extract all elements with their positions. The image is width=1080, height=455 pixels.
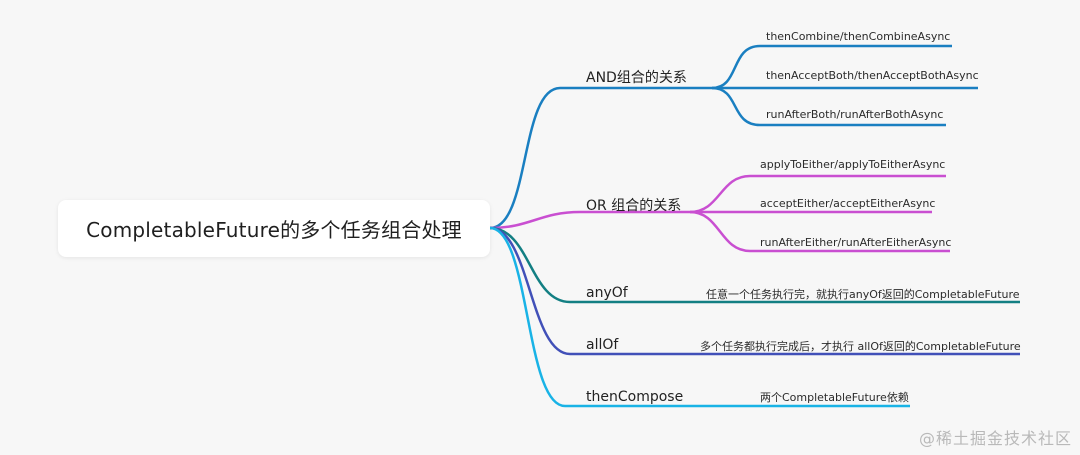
leaf-and-1[interactable]: thenCombine/thenCombineAsync	[766, 30, 951, 43]
branch-allof-label[interactable]: allOf	[586, 337, 619, 353]
connector-thencompose	[489, 226, 752, 408]
connector-or-child-1	[689, 174, 946, 214]
branch-anyof-label[interactable]: anyOf	[586, 285, 628, 301]
leaf-and-2[interactable]: thenAcceptBoth/thenAcceptBothAsync	[766, 69, 979, 82]
leaf-and-3[interactable]: runAfterBoth/runAfterBothAsync	[766, 108, 944, 121]
leaf-or-3[interactable]: runAfterEither/runAfterEitherAsync	[760, 236, 952, 249]
branch-thencompose-label[interactable]: thenCompose	[586, 389, 684, 405]
connector-and-child-1	[711, 44, 952, 90]
leaf-thencompose[interactable]: 两个CompletableFuture依赖	[760, 391, 909, 404]
branch-and-label[interactable]: AND组合的关系	[586, 70, 687, 86]
connector-and	[489, 86, 712, 230]
connector-anyof	[489, 226, 700, 304]
connector-allof	[489, 226, 690, 356]
leaf-allof[interactable]: 多个任务都执行完成后，才执行 allOf返回的CompletableFuture	[700, 340, 1021, 353]
leaf-or-1[interactable]: applyToEither/applyToEitherAsync	[760, 158, 946, 171]
connector-and-child-3	[711, 86, 946, 127]
branch-or-label[interactable]: OR 组合的关系	[586, 198, 682, 214]
leaf-anyof[interactable]: 任意一个任务执行完，就执行anyOf返回的CompletableFuture	[706, 288, 1020, 301]
connector-or	[489, 210, 690, 230]
watermark: @稀土掘金技术社区	[918, 429, 1072, 448]
connector-or-child-3	[689, 210, 950, 253]
leaf-or-2[interactable]: acceptEither/acceptEitherAsync	[760, 197, 936, 210]
root-node[interactable]: CompletableFuture的多个任务组合处理	[58, 200, 490, 257]
root-label: CompletableFuture的多个任务组合处理	[86, 218, 462, 242]
